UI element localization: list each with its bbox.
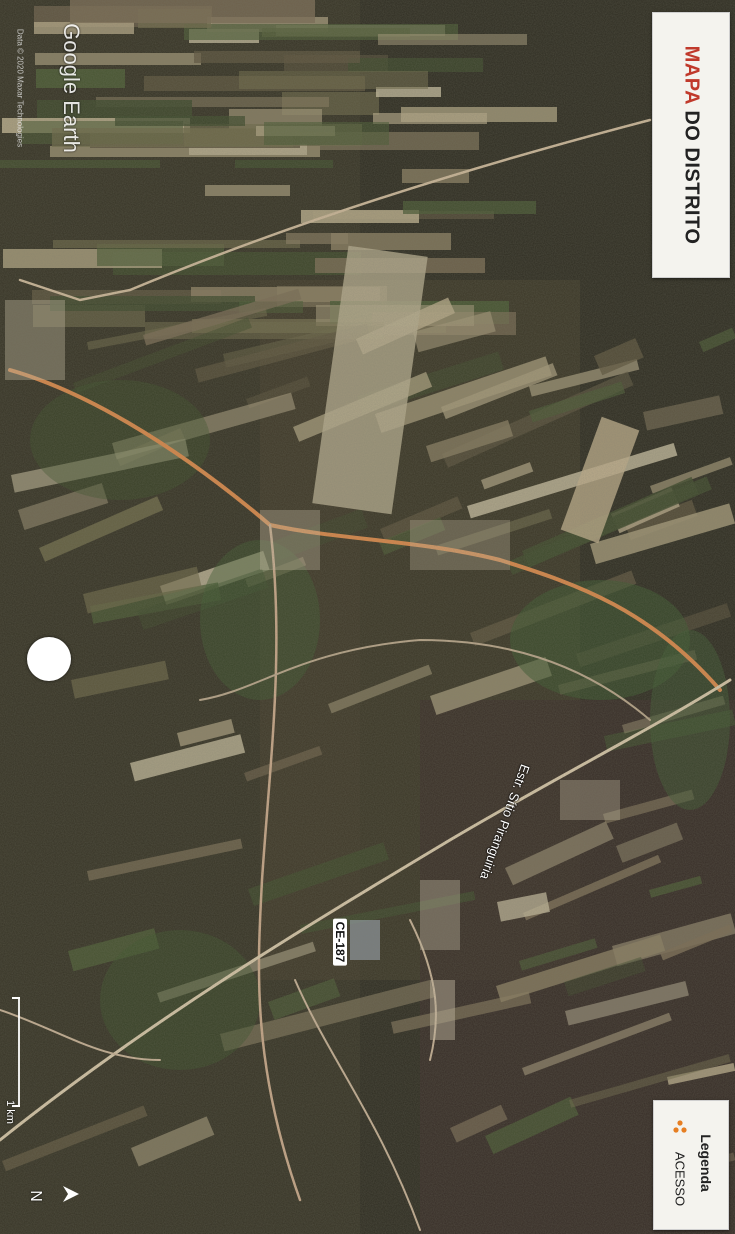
north-label: N [27,1190,44,1202]
imagery-credit: Data © 2020 Maxar Technologies [15,28,25,148]
legend-box: Legenda ACESSO [653,1100,729,1230]
map-title: MAPA DO DISTRITO [680,46,703,245]
scale-tick [12,997,20,999]
google-earth-logo: Google Earth [59,23,84,153]
legend-title: Legenda [698,1134,714,1192]
highway-label: CE-187 [333,918,347,966]
access-dots-icon [673,1120,687,1133]
legend-item-access: ACESSO [672,1151,688,1207]
map-title-box: MAPA DO DISTRITO [652,12,730,278]
scale-bar [18,997,20,1107]
scale-label: 1 km [4,1100,16,1124]
map-title-accent: MAPA [680,45,703,105]
map-title-rest: DO DISTRITO [680,104,703,245]
location-marker[interactable] [27,637,71,681]
north-arrow-icon [63,1186,79,1202]
scale-tick [12,1105,20,1107]
